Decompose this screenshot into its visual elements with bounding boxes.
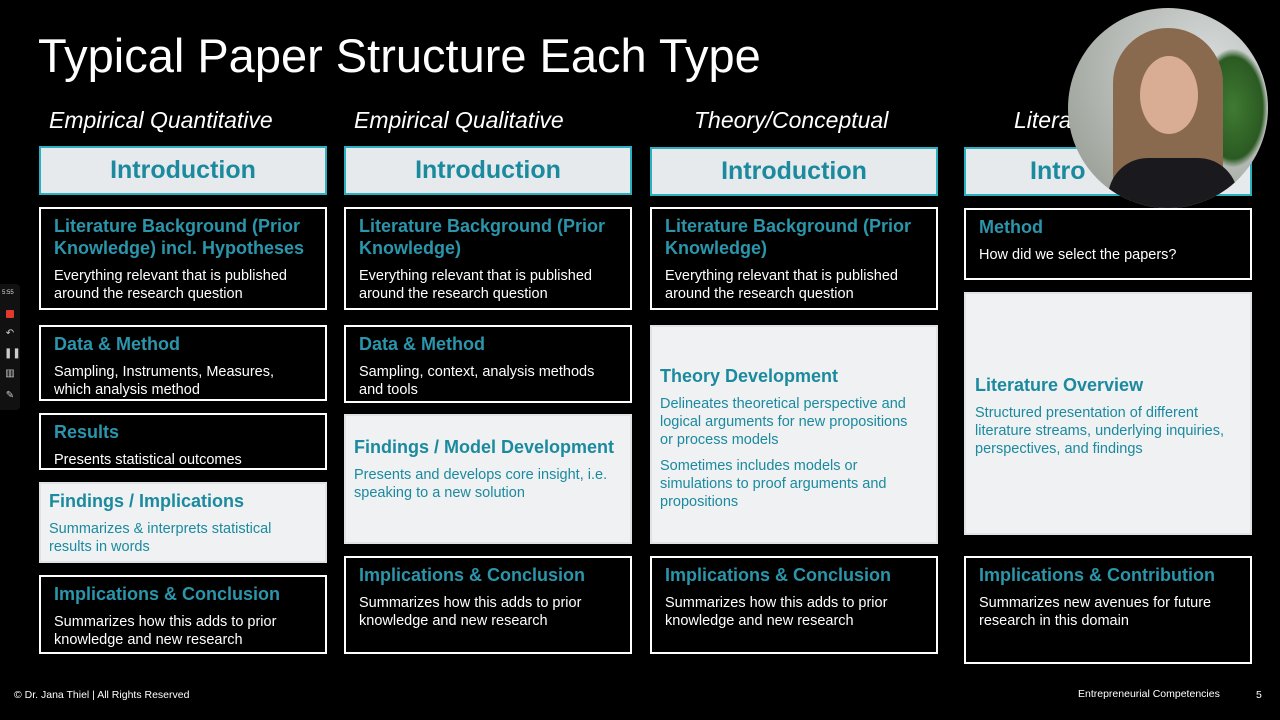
literature-box-qualitative: Literature Background (Prior Knowledge) … [344,207,632,310]
findings-box-quantitative: Findings / Implications Summarizes & int… [39,482,327,563]
conclusion-box-qualitative: Implications & Conclusion Summarizes how… [344,556,632,654]
box-title: Results [54,422,120,442]
box-body: Summarizes how this adds to prior knowle… [665,595,888,629]
literature-box-quantitative: Literature Background (Prior Knowledge) … [39,207,327,310]
intro-box-qualitative: Introduction [344,146,632,195]
box-title: Literature Background (Prior Knowledge) … [54,216,305,258]
box-body: Delineates theoretical perspective and l… [660,396,908,448]
theory-development-box: Theory Development Delineates theoretica… [650,325,938,544]
stop-recording-icon[interactable] [6,310,14,318]
box-body: Presents statistical outcomes [54,452,242,468]
presenter-webcam [1068,8,1268,208]
box-body: Summarizes & interprets statistical resu… [49,521,272,555]
box-title: Implications & Conclusion [665,565,892,585]
box-body: Sampling, Instruments, Measures, which a… [54,364,275,398]
box-title: Method [979,217,1043,237]
data-method-box-qualitative: Data & Method Sampling, context, analysi… [344,325,632,403]
box-title: Theory Development [660,366,839,386]
box-title: Implications & Conclusion [54,584,281,604]
conclusion-box-quantitative: Implications & Conclusion Summarizes how… [39,575,327,654]
box-title: Literature Background (Prior Knowledge) [359,216,606,258]
presenter-shirt [1108,158,1238,208]
box-title: Implications & Contribution [979,565,1215,585]
column-heading-quantitative: Empirical Quantitative [49,107,273,133]
box-title: Findings / Model Development [354,437,615,457]
box-body: Presents and develops core insight, i.e.… [354,467,608,501]
intro-box-quantitative: Introduction [39,146,327,195]
box-body: How did we select the papers? [979,247,1177,263]
undo-icon[interactable]: ↶ [5,328,15,339]
box-body: Everything relevant that is published ar… [54,268,287,302]
presenter-face [1140,56,1198,134]
intro-box-theory: Introduction [650,147,938,196]
results-box-quantitative: Results Presents statistical outcomes [39,413,327,470]
box-body-secondary: Sometimes includes models or simulations… [660,458,887,510]
box-title: Literature Background (Prior Knowledge) [665,216,912,258]
literature-overview-box: Literature Overview Structured presentat… [964,292,1252,535]
recording-time: 5:55 [2,290,14,296]
box-title: Data & Method [359,334,485,354]
conclusion-box-theory: Implications & Conclusion Summarizes how… [650,556,938,654]
intro-label: Introduction [415,156,561,184]
box-body: Everything relevant that is published ar… [665,268,898,302]
box-body: Sampling, context, analysis methods and … [359,364,595,398]
box-title: Literature Overview [975,375,1144,395]
literature-box-theory: Literature Background (Prior Knowledge) … [650,207,938,310]
contribution-box-literature: Implications & Contribution Summarizes n… [964,556,1252,664]
method-box-literature: Method How did we select the papers? [964,208,1252,280]
box-body: Everything relevant that is published ar… [359,268,592,302]
column-heading-literature: Litera [1014,107,1072,133]
box-body: Summarizes new avenues for future resear… [979,595,1212,629]
copyright-footer: © Dr. Jana Thiel | All Rights Reserved [14,689,190,701]
intro-label: Intro [1030,157,1086,185]
pen-icon[interactable]: ✎ [5,390,15,401]
pause-icon[interactable]: ❚❚ [4,348,21,359]
box-body: Summarizes how this adds to prior knowle… [359,595,582,629]
box-title: Implications & Conclusion [359,565,586,585]
recording-toolbar: 5:55 ↶ ❚❚ ▥ ✎ [0,284,21,410]
intro-label: Introduction [721,157,867,185]
box-body: Structured presentation of different lit… [975,405,1225,457]
intro-label: Introduction [110,156,256,184]
box-title: Data & Method [54,334,180,354]
column-heading-qualitative: Empirical Qualitative [354,107,564,133]
page-number: 5 [1256,689,1262,701]
column-heading-theory: Theory/Conceptual [694,107,889,133]
findings-box-qualitative: Findings / Model Development Presents an… [344,414,632,544]
trash-icon[interactable]: ▥ [5,368,15,379]
course-name-footer: Entrepreneurial Competencies [1078,688,1220,700]
box-title: Findings / Implications [49,491,245,511]
box-body: Summarizes how this adds to prior knowle… [54,614,277,648]
data-method-box-quantitative: Data & Method Sampling, Instruments, Mea… [39,325,327,401]
slide-title: Typical Paper Structure Each Type [38,29,761,82]
